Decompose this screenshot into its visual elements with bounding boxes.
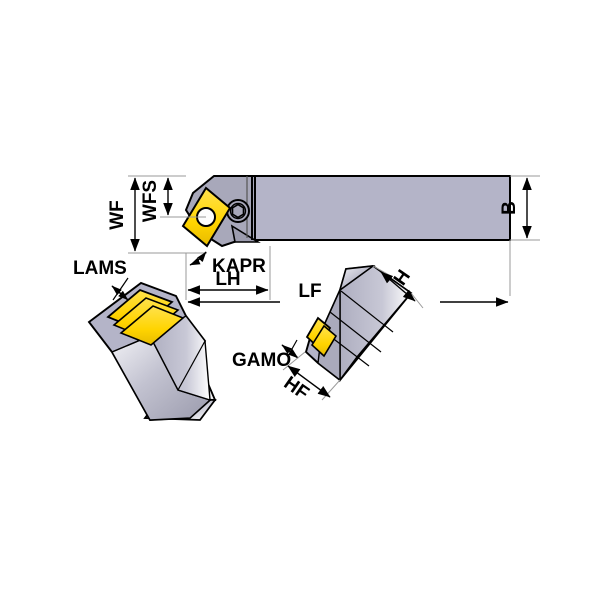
dimension-label-lams: LAMS <box>73 258 127 279</box>
gamo-shank-upper-face <box>338 265 376 292</box>
dimension-label-wfs: WFS <box>140 180 161 222</box>
shank-body <box>254 175 511 241</box>
gamo-insert-facet-2 <box>310 324 338 358</box>
h-extension-b <box>410 292 424 309</box>
dimension-lf: LF <box>187 281 509 307</box>
dimension-label-b: B <box>499 201 520 215</box>
dimension-label-lh: LH <box>215 269 240 290</box>
dimension-label-kapr: KAPR <box>212 256 266 277</box>
lams-seat-line-2 <box>177 340 206 391</box>
gamo-angle-arrow <box>281 344 299 359</box>
gamo-detail-view: GAMO HF H <box>232 265 424 405</box>
gamo-seat-line-1 <box>329 311 382 353</box>
h-dimension-line <box>380 271 416 302</box>
clamp-screw-hex-socket-icon <box>231 203 245 219</box>
dimension-label-wf: WF <box>107 200 128 230</box>
kapr-angle-arc <box>189 251 207 266</box>
hf-dimension-line <box>287 365 331 398</box>
lams-detail-view: LAMS <box>73 258 217 421</box>
dimension-lh: LH <box>185 246 271 300</box>
dimension-lams: LAMS <box>73 258 129 301</box>
dimension-label-lf: LF <box>298 281 321 302</box>
dimension-b: B <box>499 175 540 241</box>
hf-extension-b <box>321 379 341 401</box>
dimension-gamo: GAMO <box>232 339 299 371</box>
lams-angle-arrow <box>111 285 129 301</box>
main-side-view: B WF WFS KAPR LH <box>107 175 540 307</box>
dimension-label-hf: HF <box>280 373 313 405</box>
hf-extension-a <box>282 351 306 371</box>
gamo-seat-line-3 <box>340 290 394 333</box>
dimension-wfs: WFS <box>140 175 206 222</box>
dimension-label-gamo: GAMO <box>232 350 291 371</box>
lams-insert-facet-3 <box>119 305 185 346</box>
